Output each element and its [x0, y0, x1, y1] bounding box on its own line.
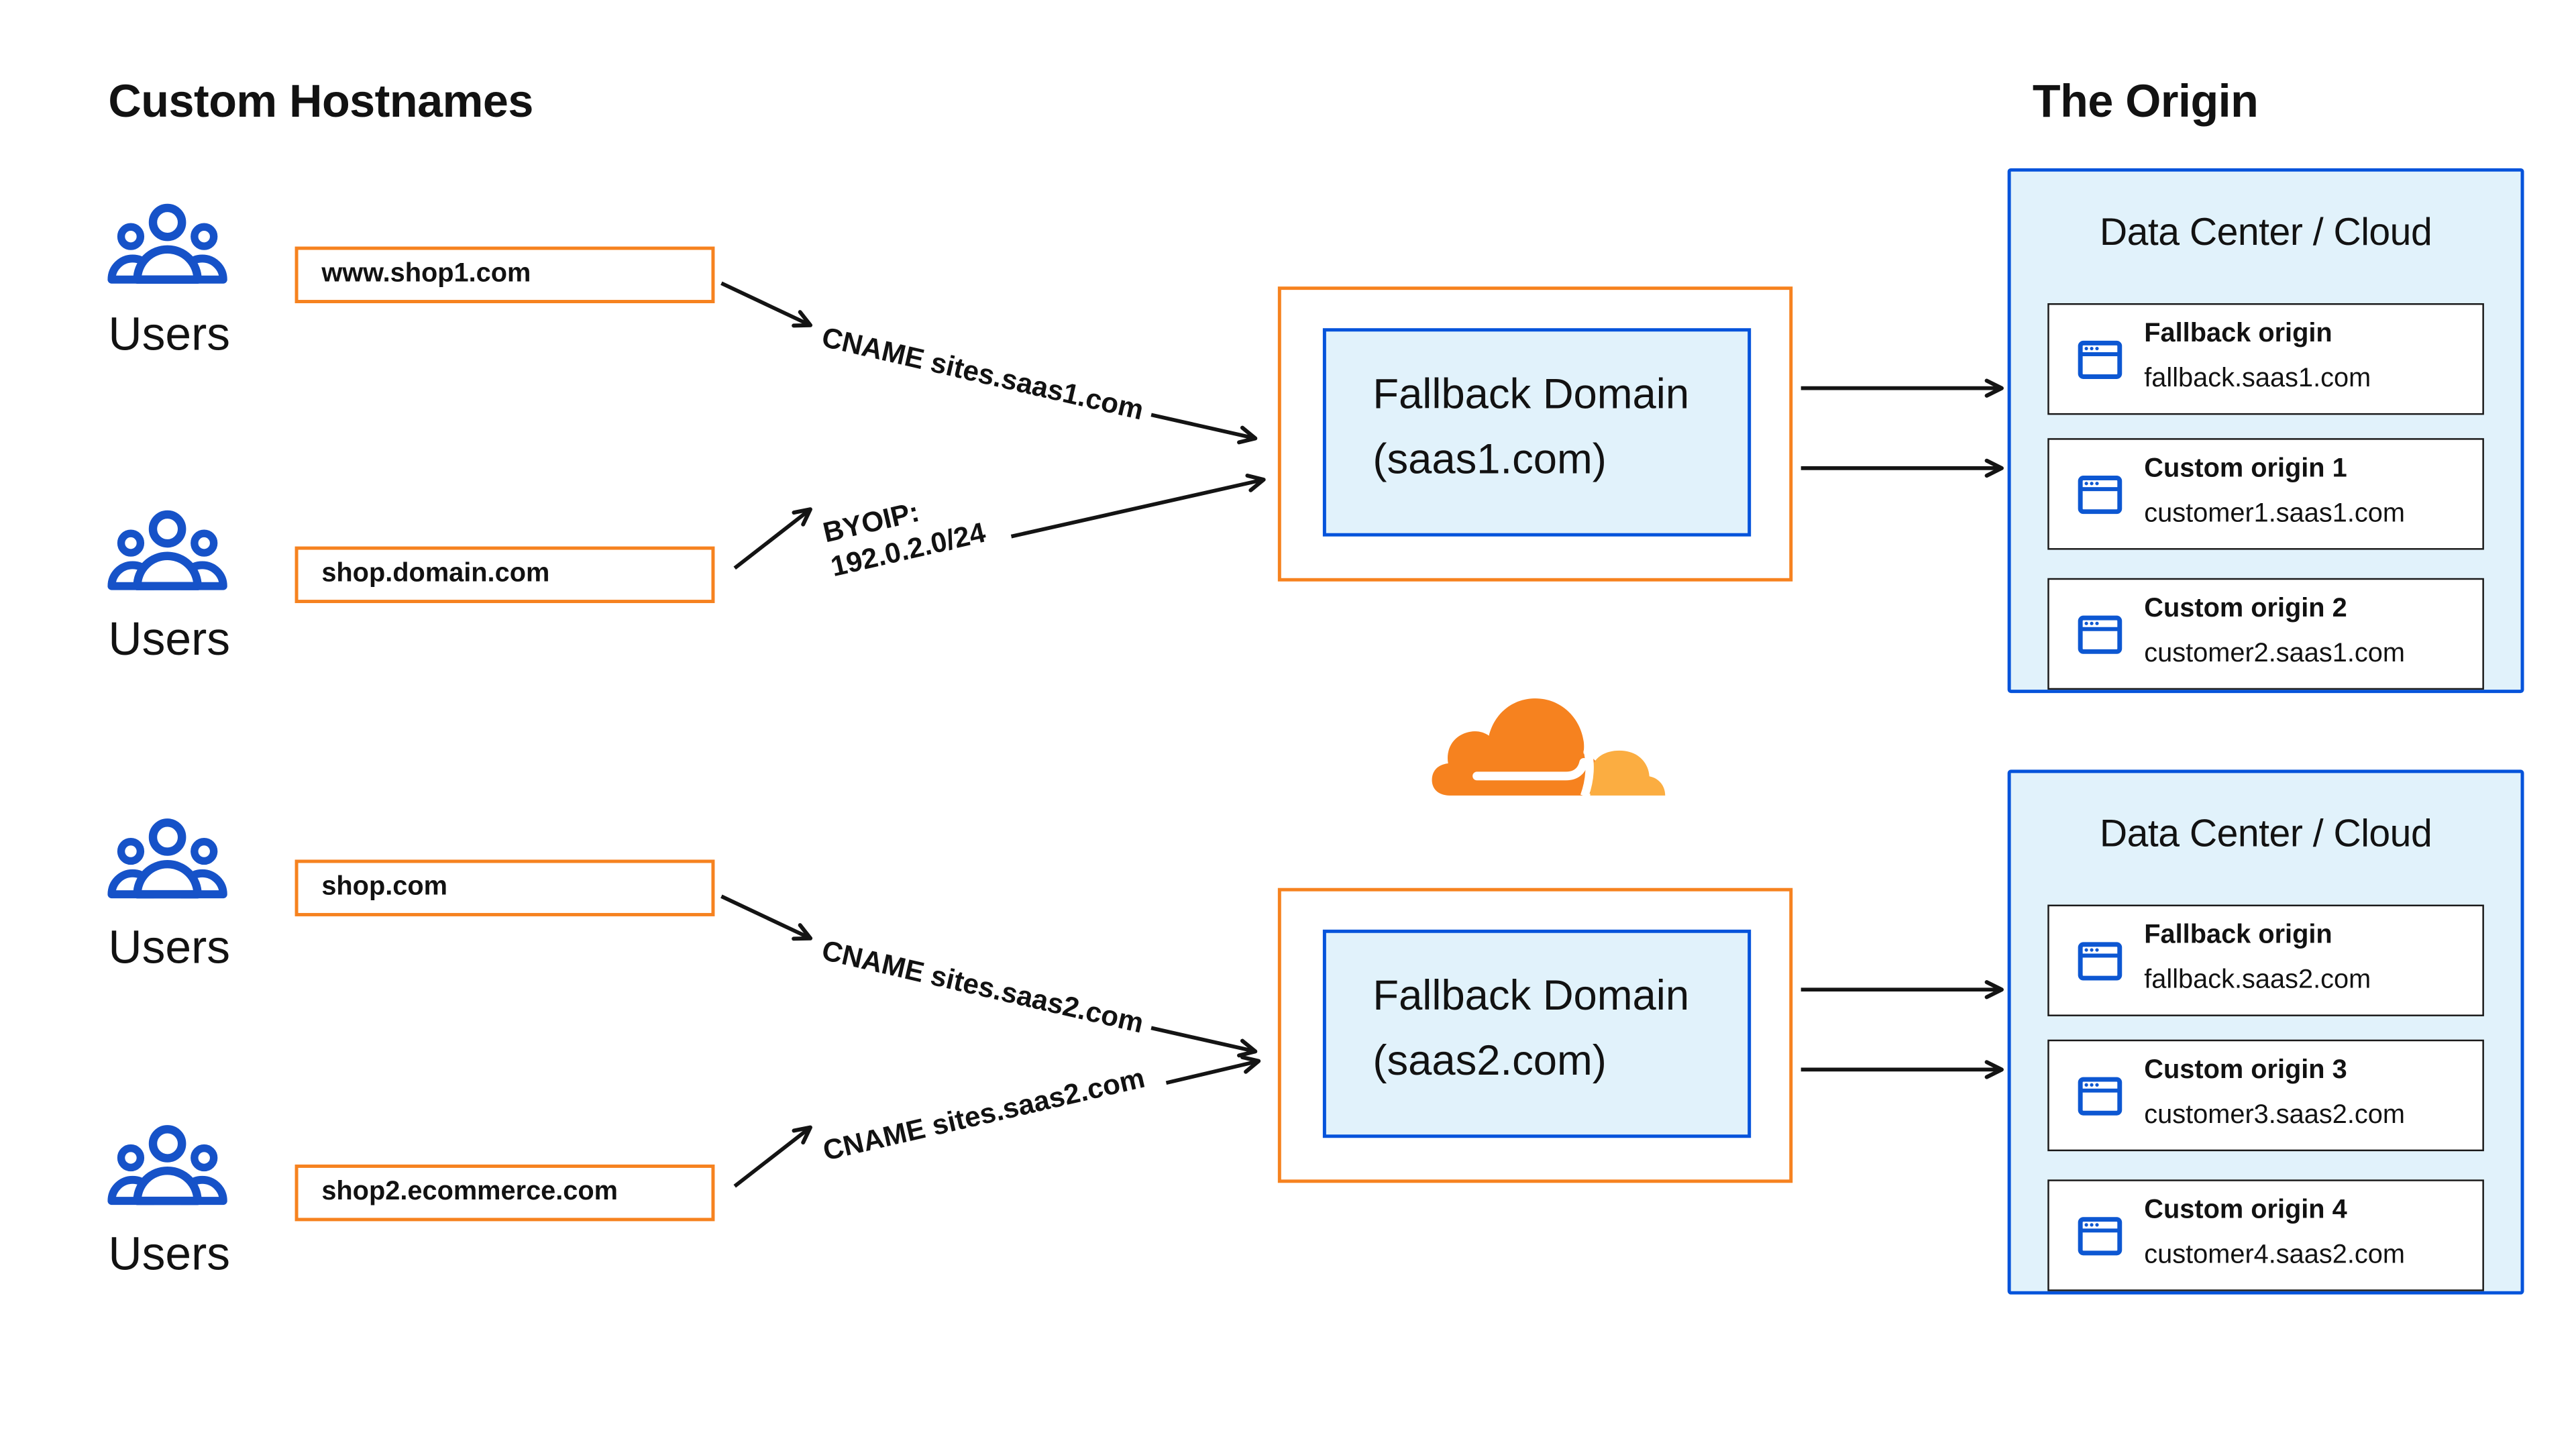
browser-window-icon [2078, 1217, 2123, 1256]
arrow-shop2-to-cname2b [733, 1125, 812, 1188]
custom-hostnames-title: Custom Hostnames [108, 74, 533, 127]
fallback-domain-1-title: Fallback Domain [1373, 371, 1690, 419]
users-group-1 [105, 203, 229, 293]
origin-name: Custom origin 2 [2144, 594, 2347, 623]
origin-host: fallback.saas1.com [2144, 364, 2371, 394]
arrow-shop1-to-cname1 [720, 281, 813, 328]
cname-saas1-label: CNAME sites.saas1.com [818, 321, 1147, 427]
cloudflare-logo [1430, 683, 1676, 798]
users-label-4: Users [108, 1228, 231, 1280]
data-center-1: Data Center / Cloud Fallback origin fall… [2007, 168, 2524, 694]
users-icon [107, 510, 227, 590]
arrow-cname2b-to-fallback2 [1165, 1055, 1261, 1085]
origin-name: Fallback origin [2144, 319, 2332, 349]
arrow-shopcom-to-cname2a [720, 894, 813, 941]
origin-card-fallback-saas2: Fallback origin fallback.saas2.com [2047, 904, 2484, 1016]
origin-host: customer1.saas1.com [2144, 500, 2405, 529]
origin-name: Custom origin 3 [2144, 1056, 2347, 1085]
data-center-2: Data Center / Cloud Fallback origin fall… [2007, 769, 2524, 1295]
arrow-cname2a-to-fallback2 [1150, 1026, 1258, 1058]
arrow-cname1-to-fallback1 [1150, 413, 1258, 445]
fallback-domain-1-box: Fallback Domain (saas1.com) [1322, 328, 1752, 537]
hostname-box-www-shop1: www.shop1.com [294, 246, 715, 303]
data-center-2-title: Data Center / Cloud [2099, 811, 2432, 855]
arrow-byoip-to-fallback1 [1010, 474, 1266, 539]
the-origin-title: The Origin [2032, 74, 2259, 127]
hostname-box-shop2-ecommerce: shop2.ecommerce.com [294, 1164, 715, 1222]
origin-card-custom3-saas2: Custom origin 3 customer3.saas2.com [2047, 1039, 2484, 1152]
origin-name: Custom origin 1 [2144, 454, 2347, 484]
cloudflare-cloud-light-shape [1590, 750, 1666, 796]
browser-window-icon [2078, 1077, 2123, 1116]
origin-host: customer4.saas2.com [2144, 1241, 2405, 1270]
browser-window-icon [2078, 476, 2123, 515]
origin-host: fallback.saas2.com [2144, 966, 2371, 995]
cname-saas2-label-a: CNAME sites.saas2.com [818, 934, 1147, 1040]
arrow-shopdomain-to-byoip [733, 507, 812, 570]
origin-card-custom2-saas1: Custom origin 2 customer2.saas1.com [2047, 578, 2484, 690]
origin-host: customer3.saas2.com [2144, 1101, 2405, 1130]
cloudflare-cloud-shape [1432, 698, 1601, 796]
users-label-2: Users [108, 612, 231, 665]
fallback-domain-2-zone: (saas2.com) [1373, 1038, 1607, 1085]
users-icon [107, 1125, 227, 1205]
users-label-1: Users [108, 308, 231, 360]
fallback-domain-1-zone: (saas1.com) [1373, 436, 1607, 484]
hostname-label: shop2.ecommerce.com [321, 1177, 619, 1207]
browser-window-icon [2078, 340, 2123, 379]
fallback-domain-2-box: Fallback Domain (saas2.com) [1322, 929, 1752, 1138]
origin-name: Custom origin 4 [2144, 1196, 2347, 1225]
users-icon [107, 818, 227, 899]
hostname-label: shop.domain.com [321, 559, 550, 588]
users-icon [107, 203, 227, 284]
browser-window-icon [2078, 615, 2123, 654]
hostname-box-shop-com: shop.com [294, 859, 715, 916]
hostname-label: shop.com [321, 873, 447, 902]
origin-card-custom1-saas1: Custom origin 1 customer1.saas1.com [2047, 438, 2484, 550]
fallback-domain-1-outer: Fallback Domain (saas1.com) [1277, 286, 1793, 582]
fallback-domain-2-title: Fallback Domain [1373, 973, 1690, 1020]
users-group-4 [105, 1124, 229, 1214]
origin-card-fallback-saas1: Fallback origin fallback.saas1.com [2047, 303, 2484, 415]
users-group-2 [105, 510, 229, 600]
hostname-label: www.shop1.com [321, 260, 531, 288]
browser-window-icon [2078, 942, 2123, 981]
origin-name: Fallback origin [2144, 921, 2332, 950]
origin-card-custom4-saas2: Custom origin 4 customer4.saas2.com [2047, 1179, 2484, 1291]
data-center-1-title: Data Center / Cloud [2099, 209, 2432, 254]
origin-host: customer2.saas1.com [2144, 639, 2405, 668]
cname-saas2-label-b: CNAME sites.saas2.com [820, 1062, 1148, 1167]
users-label-3: Users [108, 921, 231, 973]
fallback-domain-2-outer: Fallback Domain (saas2.com) [1277, 888, 1793, 1183]
users-group-3 [105, 818, 229, 908]
byoip-label: BYOIP: 192.0.2.0/24 [820, 481, 989, 584]
hostname-box-shop-domain: shop.domain.com [294, 546, 715, 604]
